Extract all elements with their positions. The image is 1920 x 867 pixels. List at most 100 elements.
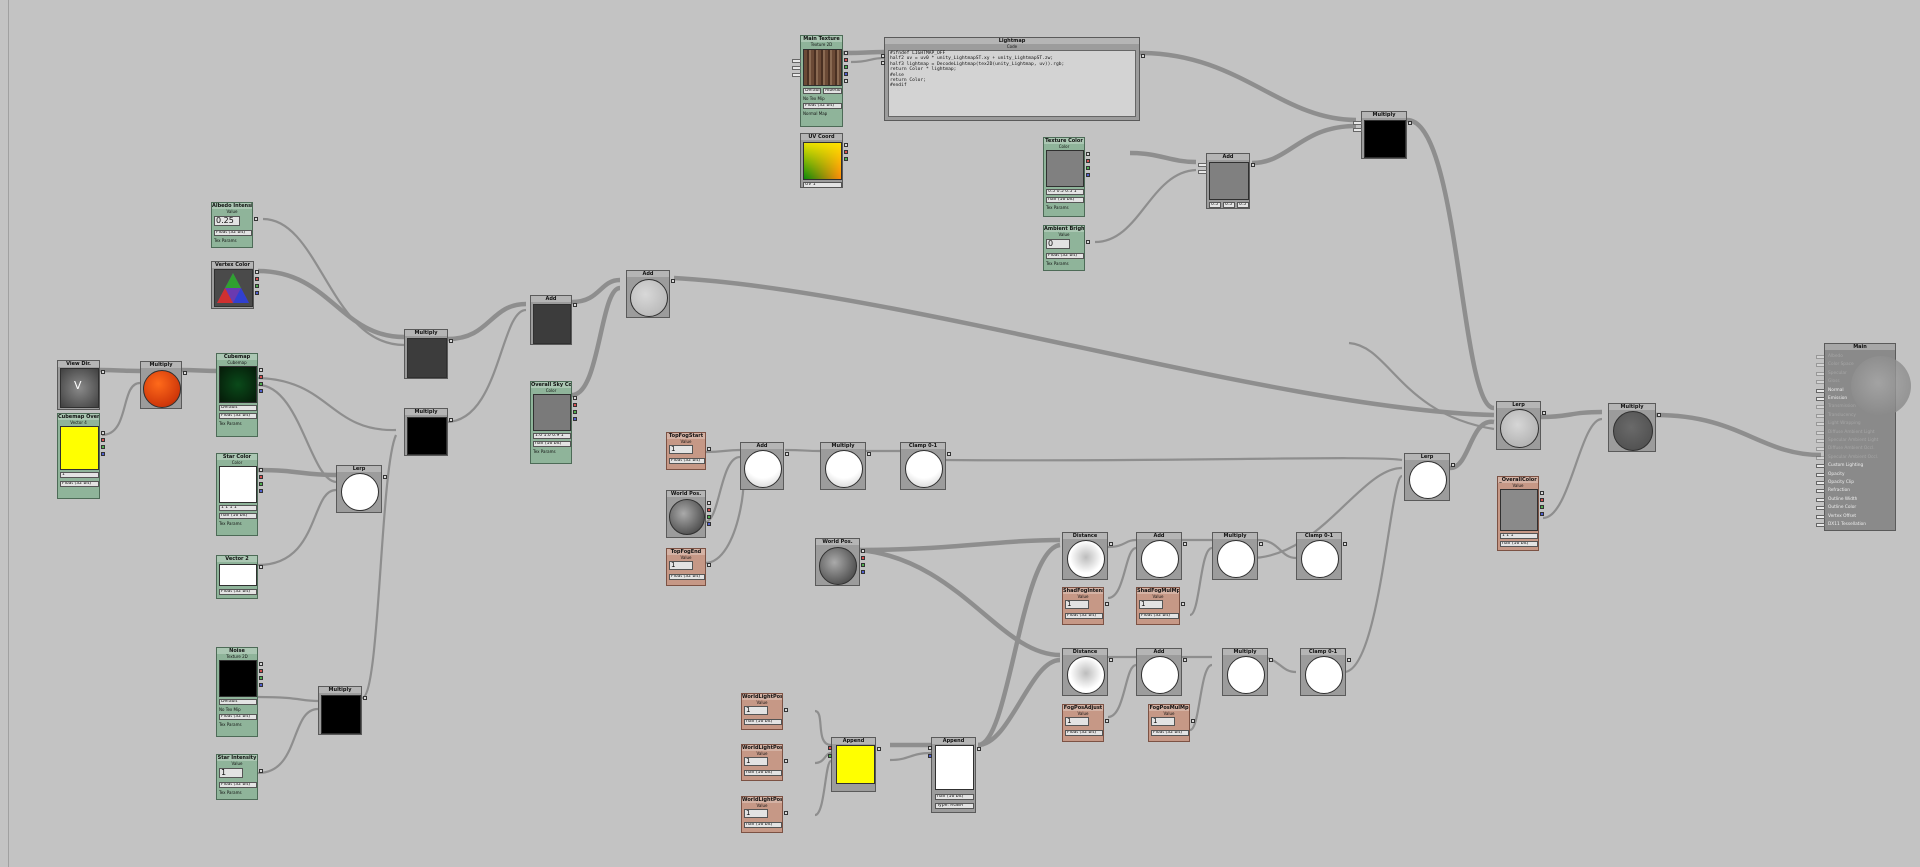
main-input-normal[interactable]: Normal	[1828, 387, 1844, 393]
output-port-x[interactable]	[861, 556, 865, 560]
star-color-node[interactable]: Star Color Color 1 1 1 1 half (16 bit) T…	[216, 453, 263, 536]
output-port-y[interactable]	[707, 515, 711, 519]
tex-params-checkbox[interactable]: Tex Params	[219, 722, 242, 727]
output-port-xyz[interactable]	[707, 501, 711, 505]
clamp-node-d1[interactable]: Clamp 0-1	[1296, 532, 1347, 580]
precision-dropdown[interactable]: half (16 bit)	[219, 513, 257, 519]
main-input-vertex-offset[interactable]: Vertex Offset	[1828, 513, 1857, 519]
uv-coord-node[interactable]: UV Coord UV 1	[800, 133, 848, 188]
input-pin[interactable]	[792, 66, 801, 70]
main-input-pin[interactable]	[1816, 455, 1825, 460]
output-port-b[interactable]	[573, 417, 577, 421]
output-port-g[interactable]	[573, 410, 577, 414]
value-field[interactable]: 1	[219, 768, 243, 778]
lerp-node-3[interactable]: Lerp	[1404, 453, 1455, 501]
output-port-rgba[interactable]	[101, 431, 105, 435]
output-port-g[interactable]	[1086, 166, 1090, 170]
precision-dropdown[interactable]: Float (32 bit)	[219, 413, 257, 419]
output-port[interactable]	[785, 452, 789, 456]
input-pin-a[interactable]	[1353, 121, 1362, 125]
output-port[interactable]	[707, 563, 711, 567]
no-tex-mip-checkbox[interactable]: No Tex Mip	[803, 96, 825, 101]
shad-fog-mul-node[interactable]: ShadFogMulMp Value 1 Float (32 bit)	[1136, 587, 1185, 625]
vertex-color-node[interactable]: Vertex Color	[211, 261, 259, 309]
precision-dropdown[interactable]: half (16 bit)	[744, 719, 782, 725]
main-input-opacity-clip[interactable]: Opacity Clip	[1828, 480, 1855, 485]
noise-node[interactable]: Noise Texture 2D Default No Tex Mip Floa…	[216, 647, 263, 737]
color-value-field[interactable]: 0.5 0.5 0.5 1	[1046, 189, 1084, 195]
output-port-a[interactable]	[844, 79, 848, 83]
uv-channel-field[interactable]: UV 1	[803, 182, 842, 188]
value-field[interactable]: 1	[744, 706, 768, 715]
cubemap-override-node[interactable]: Cubemap Override Vector 4 1 Float (32 bi…	[57, 413, 105, 499]
main-input-outline-color[interactable]: Outline Color	[1828, 505, 1857, 511]
vector-2-node[interactable]: Vector 2 Float (32 bit)	[216, 555, 263, 599]
output-port[interactable]	[449, 339, 453, 343]
lerp-node-1[interactable]: Lerp	[336, 465, 387, 513]
input-pin-b[interactable]	[1198, 170, 1207, 174]
main-input-transmission[interactable]: Transmission	[1828, 404, 1856, 410]
main-input-pin[interactable]	[1816, 472, 1825, 477]
color-swatch[interactable]	[533, 394, 571, 431]
output-port[interactable]	[977, 747, 981, 751]
main-input-specular-ambient-occl[interactable]: Specular Ambient Occl.	[1828, 454, 1879, 460]
main-input-diffuse-ambient-occl[interactable]: Diffuse Ambient Occl.	[1828, 446, 1875, 452]
output-port[interactable]	[1105, 602, 1109, 606]
input-pin[interactable]	[792, 73, 801, 77]
output-port-g[interactable]	[844, 65, 848, 69]
output-port-y[interactable]	[861, 563, 865, 567]
color-swatch[interactable]	[1046, 150, 1084, 187]
main-input-pin[interactable]	[1816, 380, 1825, 385]
value-field[interactable]: 1	[744, 809, 768, 818]
output-port-u[interactable]	[844, 150, 848, 154]
normal-map-checkbox[interactable]: Normal Map	[803, 111, 828, 116]
output-port-g[interactable]	[1540, 505, 1544, 509]
multiply-node-final[interactable]: Multiply	[1608, 403, 1661, 452]
input-port-uv[interactable]	[881, 61, 885, 65]
fog-pos-adjust-node[interactable]: FogPosAdjust Value 1 Float (32 bit)	[1062, 704, 1109, 742]
main-input-pin[interactable]	[1816, 397, 1825, 401]
output-port[interactable]	[254, 217, 258, 221]
add-node-1[interactable]: Add	[530, 295, 577, 345]
precision-dropdown[interactable]: half (16 bit)	[935, 794, 974, 800]
add-node-fog[interactable]: Add	[740, 442, 789, 490]
output-port[interactable]	[784, 759, 788, 763]
output-port-z[interactable]	[707, 522, 711, 526]
output-port[interactable]	[383, 475, 387, 479]
output-port-rgb[interactable]	[1540, 491, 1544, 495]
output-port[interactable]	[1269, 658, 1273, 662]
lerp-node-2[interactable]: Lerp	[1496, 401, 1546, 450]
output-port-g[interactable]	[101, 445, 105, 449]
vector-value-field[interactable]: 1	[60, 472, 99, 478]
tex-params-checkbox[interactable]: Tex Params	[219, 521, 242, 526]
multiply-node-3[interactable]: Multiply	[404, 408, 453, 456]
distance-node-2[interactable]: Distance	[1062, 648, 1113, 696]
main-input-pin[interactable]	[1816, 430, 1825, 435]
world-pos-node-1[interactable]: World Pos.	[666, 490, 711, 538]
value-field-x[interactable]: 0.5	[1209, 202, 1221, 208]
output-port[interactable]	[1086, 240, 1090, 244]
main-input-emission[interactable]: Emission	[1828, 396, 1848, 401]
add-node-d1[interactable]: Add	[1136, 532, 1187, 580]
output-port[interactable]	[1105, 719, 1109, 723]
output-port[interactable]	[363, 696, 367, 700]
main-input-pin[interactable]	[1816, 371, 1825, 376]
world-pos-node-2[interactable]: World Pos.	[815, 538, 865, 586]
top-fog-end-node[interactable]: TopFogEnd Value 1 Float (32 bit)	[666, 548, 711, 586]
output-port[interactable]	[1343, 542, 1347, 546]
precision-dropdown[interactable]: Float (32 bit)	[219, 714, 257, 720]
value-field-y[interactable]: 0.5	[1223, 202, 1235, 208]
output-port-b[interactable]	[259, 489, 263, 493]
value-field-z[interactable]: 0.5	[1237, 202, 1249, 208]
output-port[interactable]	[1408, 121, 1412, 125]
light-pos-z-node[interactable]: WorldLightPosZ Value 1 half (16 bit)	[741, 796, 788, 833]
precision-dropdown[interactable]: Float (32 bit)	[1151, 730, 1189, 736]
precision-dropdown[interactable]: Float (32 bit)	[219, 782, 257, 788]
lightmap-code-node[interactable]: Lightmap Code #ifndef LIGHTMAP_OFF half2…	[881, 37, 1145, 121]
color-value-field[interactable]: 1 1 1 1	[219, 505, 257, 511]
color-swatch[interactable]	[1500, 489, 1538, 531]
clamp-node-fog[interactable]: Clamp 0-1	[900, 442, 951, 490]
output-port-rgb[interactable]	[259, 468, 263, 472]
value-field[interactable]: 1	[669, 445, 693, 454]
add-node-d2[interactable]: Add	[1136, 648, 1187, 696]
